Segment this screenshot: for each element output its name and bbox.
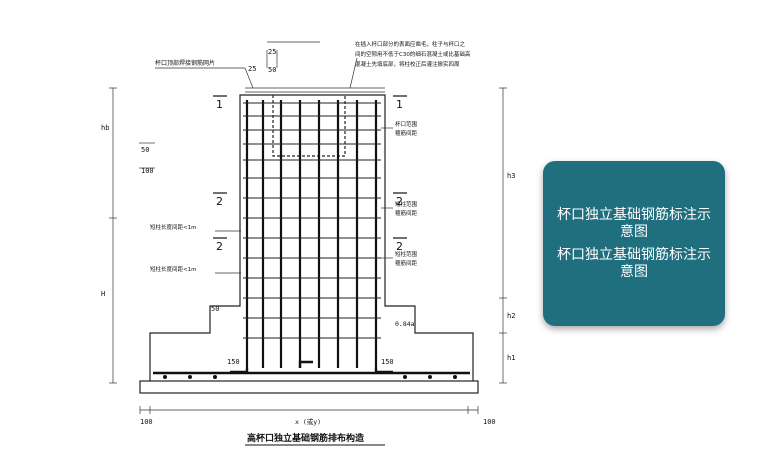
rebar-dot [453, 375, 457, 379]
rebar-hook [374, 368, 393, 374]
dim-label: hb [101, 124, 109, 132]
section-mark: 2 [216, 195, 223, 208]
cup-outline [272, 95, 346, 157]
label-cup-reinf: 箍筋间距 [395, 129, 418, 137]
pad-outline [149, 94, 474, 381]
section-mark: 2 [396, 195, 403, 208]
caption-callout-box: 杯口独立基础钢筋标注示意图 杯口独立基础钢筋标注示意图 [543, 161, 725, 326]
dim-label: 100 [140, 418, 153, 426]
dim-label: h3 [507, 172, 515, 180]
label-stirrup: 短柱长度间距<1m [150, 223, 196, 231]
base-slab [139, 380, 479, 394]
caption-line-1: 杯口独立基础钢筋标注示意图 [557, 206, 711, 240]
section-mark: 2 [216, 240, 223, 253]
rebar-dot [163, 375, 167, 379]
rebar-dot [188, 375, 192, 379]
section-mark: 1 [216, 98, 223, 111]
top-note-line: 混凝土先填底部，将柱校正后灌注振实四周 [355, 60, 460, 68]
label-cup-reinf: 杯口范围 [395, 120, 418, 128]
label-weld: 杯口顶部焊接钢筋网片 [155, 59, 215, 67]
dim-label: 50 [268, 66, 276, 74]
dim-label: H [101, 290, 105, 298]
label-stirrup: 短柱长度间距<1m [150, 265, 196, 273]
rebar-dot [403, 375, 407, 379]
label-short-col: 箍筋间距 [395, 209, 418, 217]
leader-line [244, 67, 254, 89]
label-short-col: 短柱范围 [395, 250, 418, 258]
dim-label: 50 [141, 146, 149, 154]
dim-label: 0.84a [395, 320, 415, 328]
dim-label: h1 [507, 354, 515, 362]
section-mark: 2 [396, 240, 403, 253]
top-note-line: 在插入杯口部分的表面应凿毛，柱子与杯口之 [355, 40, 466, 48]
rebar-dot [428, 375, 432, 379]
rebar-hook [298, 360, 313, 368]
dim-label: x (或y) [295, 417, 321, 426]
dim-label: 100 [141, 167, 154, 175]
dim-label: 25 [268, 48, 276, 56]
section-mark: 1 [396, 98, 403, 111]
top-note-line: 间的空隙用不低于C30的细石混凝土或比基础高 [355, 50, 471, 58]
caption-line-2: 杯口独立基础钢筋标注示意图 [557, 246, 711, 280]
rebar-hook [230, 368, 249, 374]
leader-line [349, 57, 358, 89]
dim-label: 25 [248, 65, 256, 73]
dim-label: h2 [507, 312, 515, 320]
label-short-col: 短柱范围 [395, 200, 418, 208]
foundation-rebar-drawing: 1 1 2 2 2 2 在插入杯口部分的表面应凿毛，柱子与杯口之 间的空隙用不低… [101, 40, 515, 446]
dim-label: 150 [381, 358, 394, 366]
dim-label: 150 [227, 358, 240, 366]
dim-label: 100 [483, 418, 496, 426]
drawing-title: 高杯口独立基础钢筋排布构造 [247, 432, 365, 444]
dim-label: 50 [211, 305, 219, 313]
label-short-col: 箍筋间距 [395, 259, 418, 267]
rebar-dot [213, 375, 217, 379]
